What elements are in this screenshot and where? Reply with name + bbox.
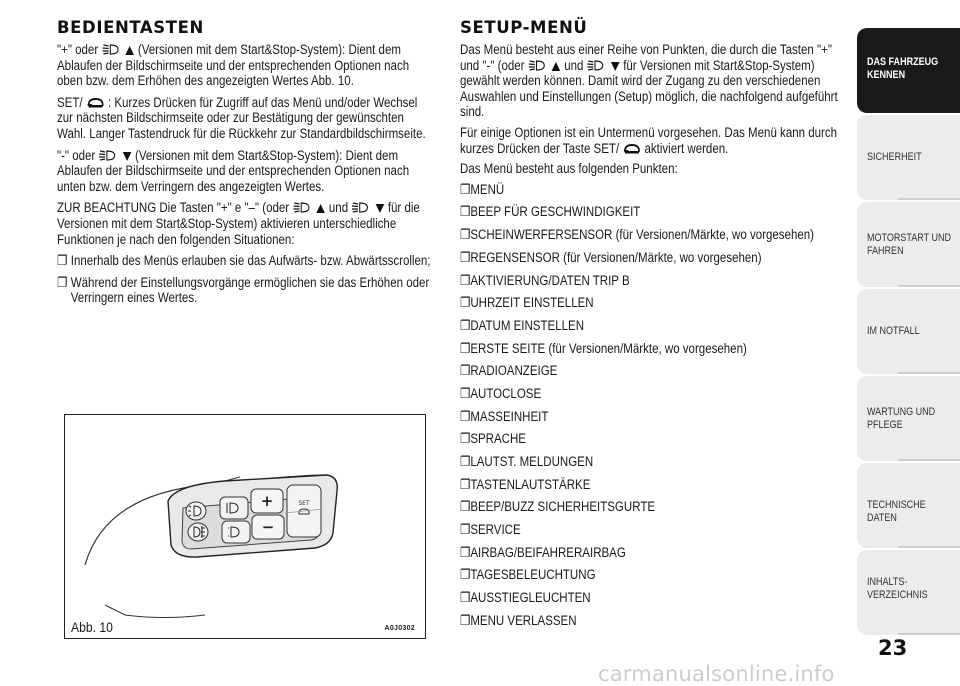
page-number: 23 [878,636,908,660]
light-sensor-icon [99,149,116,161]
tab-inhaltsverzeichnis[interactable]: INHALTS-VERZEICHNIS [857,550,960,635]
checkbox-bullet-icon: ❐ [460,295,471,311]
light-sensor-icon [587,59,604,71]
right-column: SETUP-MENÜ Das Menü besteht aus einer Re… [460,18,838,636]
list-item: ❐SCHEINWERFERSENSOR (für Versionen/Märkt… [460,227,814,243]
checkbox-bullet-icon: ❐ [460,385,471,401]
checkbox-bullet-icon: ❐ [460,590,471,606]
checkbox-bullet-icon: ❐ [460,272,471,288]
figure-caption: Abb. 10 [71,620,113,635]
watermark: carmanualsonline.info [598,662,835,686]
triangle-down-icon [375,204,385,214]
tab-im-notfall[interactable]: IM NOTFALL [857,289,960,374]
left-column: BEDIENTASTEN "+" oder (Versionen mit dem… [57,18,435,312]
list-item: ❐TAGESBELEUCHTUNG [460,567,596,583]
list-item: ❐AUTOCLOSE [460,385,542,401]
list-item: ❐DATUM EINSTELLEN [460,317,585,333]
headlight-button [221,520,251,544]
return-arrow-icon [623,143,640,154]
list-item: ❐UHRZEIT EINSTELLEN [460,295,594,311]
headlight-sensor-button [219,496,249,520]
checkbox-bullet-icon: ❐ [57,253,68,269]
checkbox-bullet-icon: ❐ [460,340,471,356]
light-sensor-icon [293,202,310,213]
checkbox-bullet-icon: ❐ [57,274,68,290]
section-heading-bedientasten: BEDIENTASTEN [57,18,204,37]
section-heading-setup-menu: SETUP-MENÜ [460,18,588,37]
checkbox-bullet-icon: ❐ [460,522,471,538]
plus-button: + [250,488,284,514]
list-item: ❐MASSEINHEIT [460,408,549,424]
list-item: ❐REGENSENSOR (für Versionen/Märkte, wo v… [460,249,762,265]
list-item: ❐BEEP FÜR GESCHWINDIGKEIT [460,204,641,220]
figure-code: A0J0302 [384,625,415,632]
figure-control-buttons: + − SET Abb. 10 A0J0302 [64,414,426,639]
checkbox-bullet-icon: ❐ [460,363,471,379]
paragraph-minus-key: "-" oder (Versionen mit dem Start&Stop-S… [57,147,410,194]
checkbox-bullet-icon: ❐ [460,227,471,243]
triangle-down-icon [610,61,620,71]
tab-sicherheit[interactable]: SICHERHEIT [857,115,960,200]
paragraph-menu-intro: Das Menü besteht aus einer Reihe von Pun… [460,42,838,120]
checkbox-bullet-icon: ❐ [460,476,471,492]
list-item: ❐MENÜ [460,181,505,197]
list-item: ❐BEEP/BUZZ SICHERHEITSGURTE [460,499,656,515]
paragraph-menu-points: Das Menü besteht aus folgenden Punkten: [460,161,678,177]
list-item: ❐SERVICE [460,522,521,538]
paragraph-note: ZUR BEACHTUNG Die Tasten "+" e "–" (oder… [57,200,420,247]
minus-label: − [262,518,275,536]
paragraph-plus-key: "+" oder (Versionen mit dem Start&Stop-S… [57,42,410,89]
minus-button: − [251,514,285,540]
checkbox-bullet-icon: ❐ [460,612,471,628]
list-item: ❐MENU VERLASSEN [460,612,577,628]
light-sensor-icon [102,44,119,55]
set-label: SET [298,500,310,507]
list-item: ❐AKTIVIERUNG/DATEN TRIP B [460,272,630,288]
light-sensor-icon [528,59,545,71]
menu-item-list: ❐MENÜ ❐BEEP FÜR GESCHWINDIGKEIT ❐SCHEINW… [460,182,838,636]
paragraph-set-key: SET/ : Kurzes Drücken für Zugriff auf da… [57,94,426,141]
list-item: ❐AIRBAG/BEIFAHRERAIRBAG [460,544,626,560]
return-arrow-icon [86,97,104,108]
checkbox-bullet-icon: ❐ [460,204,471,220]
checkbox-bullet-icon: ❐ [460,544,471,560]
checkbox-bullet-icon: ❐ [460,408,471,424]
fog-light-button [185,501,207,521]
checkbox-bullet-icon: ❐ [460,181,471,197]
light-sensor-icon [352,202,369,213]
list-item: ❐RADIOANZEIGE [460,363,558,379]
rear-fog-button [187,522,209,542]
bullet-item: ❐Innerhalb des Menüs erlauben sie das Au… [57,253,431,269]
paragraph-submenu: Für einige Optionen ist ein Untermenü vo… [460,124,838,156]
bullet-item: ❐Während der Einstellungsvorgänge ermögl… [57,274,430,306]
list-item: ❐SPRACHE [460,431,527,447]
checkbox-bullet-icon: ❐ [460,431,471,447]
checkbox-bullet-icon: ❐ [460,567,471,583]
triangle-down-icon [122,151,132,161]
triangle-up-icon [552,61,561,71]
triangle-up-icon [125,46,135,55]
checkbox-bullet-icon: ❐ [460,249,471,265]
checkbox-bullet-icon: ❐ [460,499,471,515]
list-item: ❐AUSSTIEGLEUCHTEN [460,590,591,606]
triangle-up-icon [316,204,326,214]
list-item: ❐TASTENLAUTSTÄRKE [460,476,591,492]
list-item: ❐LAUTST. MELDUNGEN [460,454,594,469]
tab-technische-daten[interactable]: TECHNISCHE DATEN [857,463,960,548]
checkbox-bullet-icon: ❐ [460,454,471,469]
list-item: ❐ERSTE SEITE (für Versionen/Märkte, wo v… [460,340,747,356]
control-panel-illustration: + − SET [84,474,338,618]
checkbox-bullet-icon: ❐ [460,317,471,333]
plus-label: + [261,492,274,510]
